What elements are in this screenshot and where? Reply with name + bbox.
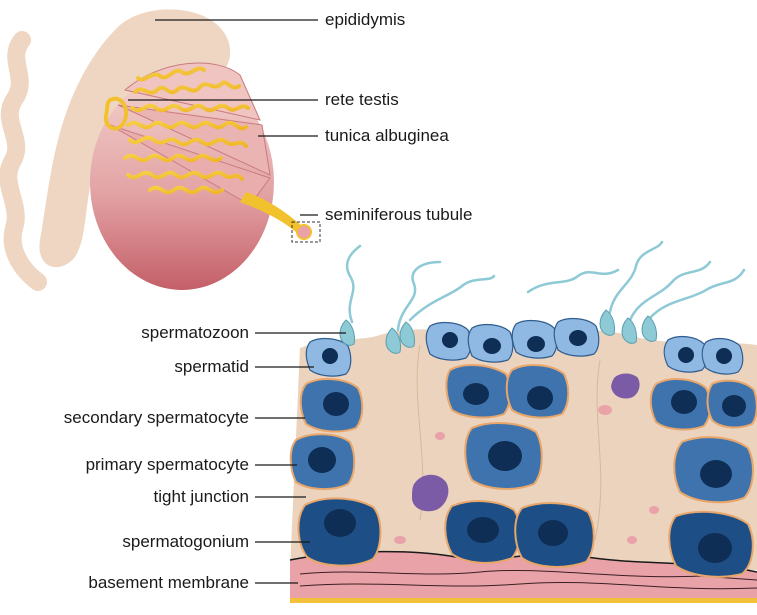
label-secondary-spermatocyte: secondary spermatocyte (64, 408, 249, 428)
membrane-base (290, 598, 757, 603)
label-tunica-albuginea: tunica albuginea (325, 126, 449, 146)
label-tight-junction: tight junction (154, 487, 249, 507)
label-seminiferous-tubule: seminiferous tubule (325, 205, 472, 225)
label-primary-spermatocyte: primary spermatocyte (86, 455, 249, 475)
epithelium (290, 242, 757, 603)
label-spermatid: spermatid (174, 357, 249, 377)
testis-overview (8, 9, 320, 290)
label-spermatozoon: spermatozoon (141, 323, 249, 343)
label-epididymis: epididymis (325, 10, 405, 30)
label-basement-membrane: basement membrane (88, 573, 249, 593)
vas-deferens (8, 40, 38, 282)
label-spermatogonium: spermatogonium (122, 532, 249, 552)
label-rete-testis: rete testis (325, 90, 399, 110)
residual-body-2 (611, 374, 639, 399)
tubule-cross-section (297, 225, 311, 239)
